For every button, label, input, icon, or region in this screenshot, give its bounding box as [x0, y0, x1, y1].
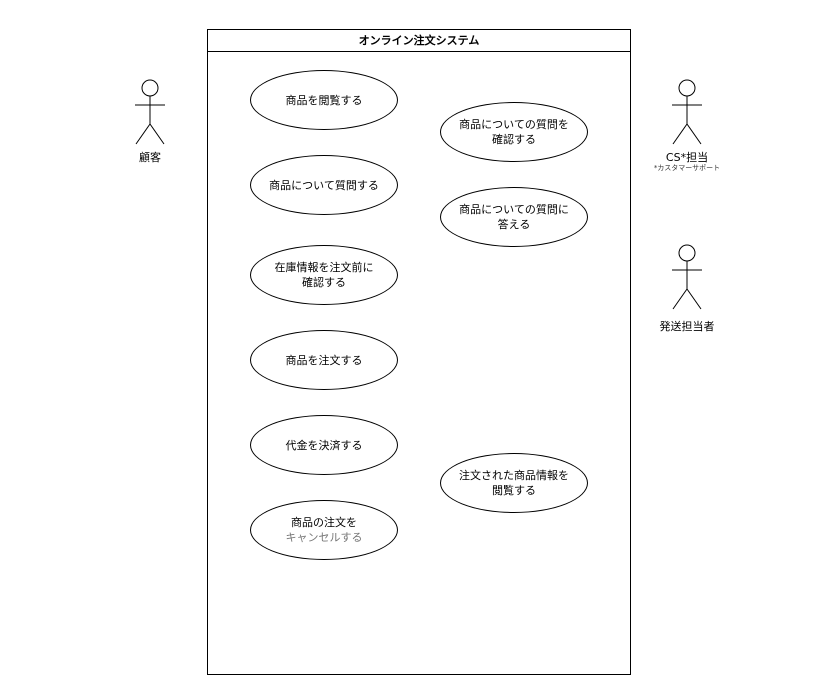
actor-shipping[interactable]: 発送担当者	[642, 243, 732, 333]
usecase-label: 注文された商品情報を 閲覧する	[459, 469, 569, 497]
usecase-answer-product-question[interactable]: 商品についての質問に 答える	[440, 187, 588, 247]
usecase-label: 商品についての質問を 確認する	[459, 118, 569, 146]
system-title: オンライン注文システム	[208, 30, 630, 52]
actor-note: *カスタマーサポート	[653, 164, 721, 172]
usecase-pay[interactable]: 代金を決済する	[250, 415, 398, 475]
usecase-view-ordered-product-info[interactable]: 注文された商品情報を 閲覧する	[440, 453, 588, 513]
usecase-label: 在庫情報を注文前に 確認する	[274, 261, 374, 289]
usecase-ask-product-question[interactable]: 商品について質問する	[250, 155, 398, 215]
actor-label: 顧客	[139, 151, 161, 164]
actor-label: 発送担当者	[659, 320, 715, 333]
stick-figure-icon	[135, 79, 165, 145]
actor-customer[interactable]: 顧客	[105, 78, 195, 168]
usecase-check-stock-before-order[interactable]: 在庫情報を注文前に 確認する	[250, 245, 398, 305]
usecase-label: 商品を注文する	[285, 353, 363, 367]
usecase-browse-products[interactable]: 商品を閲覧する	[250, 70, 398, 130]
usecase-label: 商品について質問する	[269, 178, 379, 192]
stick-figure-icon	[672, 244, 702, 310]
usecase-label: 商品を閲覧する	[285, 93, 363, 107]
actor-label: CS*担当	[665, 151, 709, 164]
usecase-check-product-question[interactable]: 商品についての質問を 確認する	[440, 102, 588, 162]
usecase-cancel-order[interactable]: 商品の注文を キャンセルする	[250, 500, 398, 560]
stick-figure-icon	[672, 79, 702, 145]
usecase-label: 商品についての質問に 答える	[459, 203, 569, 231]
actor-cs[interactable]: CS*担当 *カスタマーサポート	[642, 78, 732, 172]
usecase-label: 代金を決済する	[285, 438, 363, 452]
usecase-label: 商品の注文を キャンセルする	[285, 516, 363, 544]
usecase-order-product[interactable]: 商品を注文する	[250, 330, 398, 390]
